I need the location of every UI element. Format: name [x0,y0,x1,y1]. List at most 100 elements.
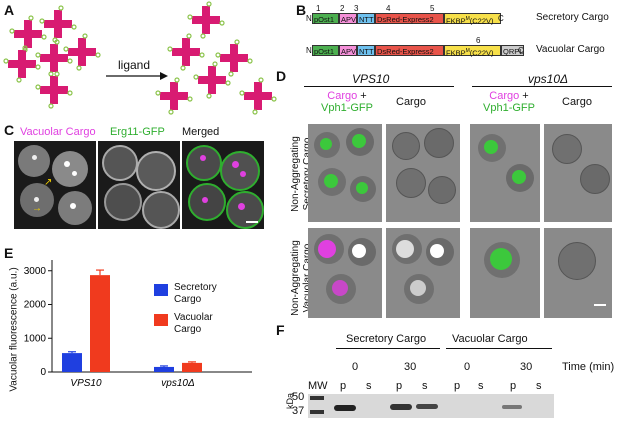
domain-fkbp: FKBPM(C22V) [444,13,501,26]
n-terminus: N [306,14,312,23]
bar [154,366,174,372]
cargo-dissociated [155,1,277,115]
panel-label-f: F [276,322,285,338]
blot-group-vacuolar: Vacuolar Cargo [452,333,528,345]
x-tick-label: vps10Δ [161,378,195,389]
micrograph-merged [182,141,264,229]
column-header-cargo: Cargo [562,96,592,108]
western-blot [308,394,554,418]
domain-ntt: NTT [357,13,375,24]
lane-p: p [510,380,517,392]
micrograph-vps10delta-vacuolar-merge [470,228,540,318]
column-header-cargo: Cargo [396,96,426,108]
scale-bar [594,304,606,306]
mw-band [310,410,324,414]
domain-number: 6 [476,36,481,45]
time-0: 0 [352,361,359,373]
panel-label-b: B [296,2,307,18]
mw-label: MW [308,380,328,392]
blot-band [390,404,412,410]
blot-band [416,404,438,409]
domain-apv: APV [339,13,357,24]
legend-item-vacuolar: Vacuolar Cargo [154,312,230,336]
domain-number: 3 [354,4,359,13]
domain-fkbp: FKBPM(C22V) [444,45,501,58]
lane-p: p [340,380,347,392]
secretory-construct: pOst1 APV NTT DsRed-Express2 FKBPM(C22V) [312,13,501,26]
y-axis-label: Vacuolar fluorescence (a.u.) [8,267,20,392]
scale-bar [246,221,258,223]
construct-label-vacuolar: Vacuolar Cargo [536,44,605,55]
domain-ntt: NTT [357,45,375,56]
time-label: Time (min) [562,361,615,373]
micrograph-vps10-secretory-merge [308,124,382,222]
y-tick-label: 0 [40,367,46,378]
domain-dsred: DsRed-Express2 [375,13,444,24]
arrow-icon: ↗ [44,177,53,188]
x-tick-label: VPS10 [70,378,102,389]
domain-number: 5 [430,4,435,13]
panel-c-title-vacuolar-cargo: Vacuolar Cargo [20,126,96,138]
micrograph-vacuolar-cargo: ↗ → [14,141,96,229]
chart-legend: Secretory Cargo Vacuolar Cargo [154,282,230,336]
micrograph-vps10-vacuolar-merge [308,228,382,318]
lane-p: p [396,380,403,392]
panel-label-d: D [276,68,287,84]
strain-label-vps10: VPS10 [352,72,390,86]
construct-label-secretory: Secretory Cargo [536,12,609,23]
micrograph-vps10-vacuolar-cargo [386,228,460,318]
y-axis-label-wrap: Vacuolar fluorescence (a.u.) [4,262,24,402]
lane-s: s [366,380,372,392]
time-0: 0 [464,361,471,373]
micrograph-erg11-gfp [98,141,180,229]
micrograph-vps10delta-vacuolar-cargo [544,228,612,318]
panel-b-constructs: 1 2 3 4 5 6 N pOst1 APV NTT DsRed-Expres… [306,0,617,66]
panel-label-e: E [4,245,14,261]
legend-swatch [154,284,168,296]
y-tick-label: 3000 [24,266,46,277]
legend-label: Secretory Cargo [174,282,217,305]
arrow-icon: → [32,203,42,214]
mw-band [310,396,324,400]
lane-s: s [536,380,542,392]
blot-band [502,405,522,409]
lane-p: p [454,380,461,392]
c-terminus: C [518,46,524,55]
panel-c-title-merged: Merged [182,126,220,138]
c-terminus: C [498,14,504,23]
legend-label: Vacuolar Cargo [174,312,213,335]
panel-label-c: C [4,122,15,138]
vacuolar-construct: pOst1 APV NTT DsRed-Express2 FKBPM(C22V)… [312,45,524,58]
legend-item-secretory: Secretory Cargo [154,282,230,306]
blot-band [334,405,356,411]
domain-post1: pOst1 [312,45,339,56]
micrograph-vps10-secretory-cargo [386,124,460,222]
micrograph-vps10delta-secretory-merge [470,124,540,222]
legend-swatch [154,314,168,326]
time-30: 30 [520,361,533,373]
lane-s: s [478,380,484,392]
domain-number: 1 [316,4,321,13]
panel-label-a: A [4,2,15,18]
column-header-merge: Cargo +Vph1-GFP [321,90,373,114]
domain-qrpl: QRPL [501,45,524,56]
strain-label-vps10-delta: vps10Δ [528,72,569,86]
cargo-cluster-aggregated [3,5,101,109]
bar [90,275,110,372]
domain-number: 2 [340,4,345,13]
panel-c-title-erg11: Erg11-GFP [110,126,165,138]
micrograph-vps10delta-secretory-cargo [544,124,612,222]
bar [182,362,202,372]
marker-37: 37 [292,405,305,417]
time-30: 30 [404,361,417,373]
panel-a-diagram [3,1,277,115]
domain-apv: APV [339,45,357,56]
bar [62,353,82,372]
domain-number: 4 [386,4,391,13]
domain-dsred: DsRed-Express2 [375,45,444,56]
marker-50: 50 [292,391,305,403]
ligand-label: ligand [118,58,151,72]
y-tick-label: 1000 [24,333,46,344]
column-header-merge: Cargo +Vph1-GFP [483,90,535,114]
